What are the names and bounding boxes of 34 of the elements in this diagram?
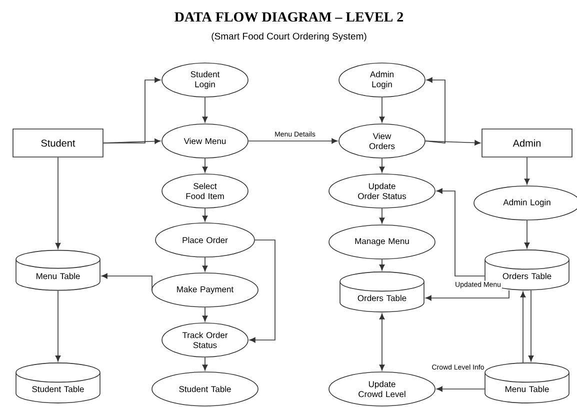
data-store-cylinder: Menu Table <box>16 250 100 291</box>
arrow <box>524 157 530 185</box>
entity-box: Admin <box>482 128 572 158</box>
arrow <box>379 259 385 270</box>
arrow <box>202 158 208 173</box>
arrow <box>436 188 485 276</box>
title: DATA FLOW DIAGRAM – LEVEL 2 <box>174 12 404 22</box>
data-store-cylinder: Menu Table <box>484 362 570 404</box>
arrow <box>248 138 338 144</box>
arrow <box>425 140 481 146</box>
arrow <box>55 157 61 249</box>
arrow <box>379 208 385 224</box>
arrow <box>249 240 276 343</box>
arrow <box>202 357 208 371</box>
arrow <box>436 386 485 392</box>
arrow <box>202 97 208 123</box>
arrow <box>202 257 208 272</box>
arrow <box>425 290 510 301</box>
arrow <box>520 291 526 363</box>
subtitle: (Smart Food Court Ordering System) <box>212 32 366 42</box>
data-store-cylinder: Student Table <box>16 362 100 404</box>
arrow <box>103 138 161 144</box>
arrow <box>425 77 446 144</box>
arrow <box>379 313 385 371</box>
arrow <box>202 208 208 222</box>
arrow <box>379 158 385 173</box>
arrow <box>202 307 208 322</box>
data-store-cylinder: Orders Table <box>340 272 424 312</box>
arrow <box>379 97 385 123</box>
arrow <box>524 220 530 248</box>
arrow <box>55 290 61 362</box>
entity-box: Student <box>12 128 104 158</box>
arrow <box>101 273 152 290</box>
arrow <box>528 290 534 362</box>
